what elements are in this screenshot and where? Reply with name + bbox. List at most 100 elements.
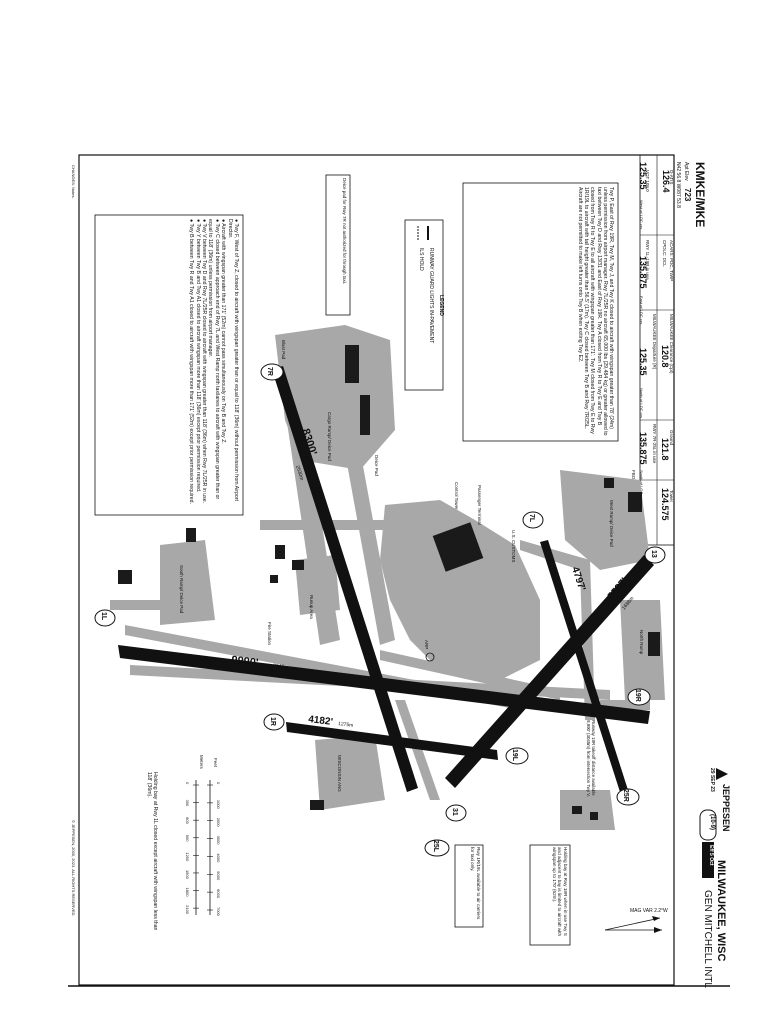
meters-scale-tick-label: 1500 xyxy=(185,870,190,880)
magvar-indicator: MAG VAR 2.2°W xyxy=(604,908,668,933)
rwy19l-note-fo: Runway 19R takeoff distance available 9,… xyxy=(585,720,596,797)
south-ramp-pavement xyxy=(160,540,215,625)
jeppesen-logo-icon xyxy=(716,768,728,780)
rwy-25r-label: 25R xyxy=(622,789,629,802)
rwy-7l-25r-meters: 1462m xyxy=(560,595,570,611)
west-ramp-label: West Ramp/ Deice Pad xyxy=(609,500,614,547)
box-notes-frame xyxy=(94,214,244,516)
feet-scale-tick-label: 0 xyxy=(216,782,221,785)
control-tower-label: Control Tower xyxy=(454,482,459,510)
deice-pad-label: Deice Pad xyxy=(374,455,379,476)
rwy-31-marker xyxy=(445,804,467,822)
rwy-19r-marker xyxy=(627,688,651,706)
taxiway-m xyxy=(395,700,440,800)
ground-label: Ground xyxy=(669,430,674,446)
legend-item-1: RUNWAY GUARD LIGHTS IN-PAVEMENT xyxy=(428,248,434,343)
arp-label: ARP xyxy=(424,640,429,649)
buildings xyxy=(118,345,660,820)
magvar-label: MAG VAR 2.2°W xyxy=(630,908,668,914)
box-note-3: ● Twy C closed between approach end of R… xyxy=(207,219,220,500)
meters-scale-tick-label: 600 xyxy=(185,817,190,824)
terminal-ramp-pavement xyxy=(380,500,540,680)
chart-frame xyxy=(78,154,675,986)
eff-date: Eff 5 Oct xyxy=(708,845,714,866)
cargo-building-1 xyxy=(345,345,359,383)
rwy-taxi-note: Rwy 1R/19L available to air carriers for… xyxy=(470,847,481,920)
twy-note-box xyxy=(462,182,619,442)
box-note-2: ● Aircraft with wingspan greater than 17… xyxy=(220,219,227,444)
box-note-5: ● Twy Y between Twy B and Twy A1 closed … xyxy=(194,219,201,493)
feet-scale-tick-label: 5000 xyxy=(216,871,221,881)
apt-elev: 723 xyxy=(683,188,692,202)
freq-west-note: West of LOC crs xyxy=(639,200,644,229)
box-note-6: ● Twy B between Twy R and Twy A1 closed … xyxy=(188,219,195,504)
copyright: © JEPPESEN, 2000, 2023. ALL RIGHTS RESER… xyxy=(71,820,76,917)
rwy-7l-label: 7L xyxy=(528,514,535,523)
box-note-4: ● Twy V between Twy D and Rwy 7L/25R clo… xyxy=(200,219,207,504)
feet-scale-tick-label: 3000 xyxy=(216,836,221,846)
twy-note-text: Twy P, East of Rwy 19R, Twy M, Twy J, an… xyxy=(576,187,614,436)
feet-scale-tick-label: 1000 xyxy=(216,800,221,810)
rwy-1r-19l-meters: 1275m xyxy=(338,721,354,729)
jeppesen-brand: JEPPESEN xyxy=(721,784,731,832)
departure-label: MILWAUKEE Departure (R) xyxy=(652,314,657,370)
atis-label: D-ATIS xyxy=(669,170,674,184)
rwy-7r-label: 7R xyxy=(266,367,273,376)
rwy-1l-19r-meters: 3045m xyxy=(273,663,289,671)
hold-note-fo: Holding bay at Rwy 1L closed except airc… xyxy=(146,772,158,930)
freq-north-note: North of LOC crs xyxy=(639,388,644,418)
arp-icon xyxy=(425,652,435,662)
freq-south-note: South of LOC crs xyxy=(639,470,644,501)
rwy19l-note: Runway 19R takeoff distance available 9,… xyxy=(585,720,596,797)
box-notes-fo: ● Twy F, West of Twy Z, closed to aircra… xyxy=(188,219,239,504)
rwy-taxi-note-fo: Rwy 1R/19L available to air carriers for… xyxy=(470,847,481,920)
rwy-1l-19r-length: 9990' xyxy=(231,654,260,669)
north-ramp-building xyxy=(648,632,660,656)
ground-freq: 121.8 xyxy=(660,438,670,461)
eff-date-box xyxy=(702,842,714,878)
wisconsin-ang-label: WISCONSIN ANG xyxy=(337,755,342,792)
scale-bar: Feet Meters 0100020003000400050006000700… xyxy=(185,755,221,917)
taxiway-d xyxy=(590,540,640,550)
acars-label: ACARS: PDC, TWIP xyxy=(669,240,674,281)
fbo-building xyxy=(628,492,642,512)
rwy-19l-marker xyxy=(505,747,529,765)
meters-scale-tick-label: 300 xyxy=(185,800,190,807)
apt-elev-label: Apt Elev xyxy=(683,162,689,181)
rwy-25r-marker xyxy=(616,788,640,806)
feet-scale-tick-label: 4000 xyxy=(216,853,221,863)
ang-building xyxy=(310,800,324,810)
ang-ramp-pavement xyxy=(315,735,385,810)
runway-13-31 xyxy=(445,555,654,788)
atis-freq: 126.4 xyxy=(661,170,671,193)
tower-label: Tower xyxy=(669,490,674,503)
misc-building-4 xyxy=(270,575,278,583)
rwy-31-label: 31 xyxy=(451,808,458,816)
rwy-25l-marker xyxy=(424,839,450,857)
rwy-19l-label: 19L xyxy=(511,749,518,762)
vor-test: VOT 109.0 xyxy=(645,170,650,192)
meters-scale-label: Meters xyxy=(199,755,204,770)
clearance-label: MILWAUKEE Clearance (Cpt) xyxy=(669,314,674,374)
hold-19r-fo: Holding bay at Rwy 19R when in use Twy S… xyxy=(552,847,568,936)
fbo-label: FBO xyxy=(631,470,636,480)
rwy-taxi-note-box xyxy=(454,844,484,928)
misc-building-7 xyxy=(590,812,598,820)
meters-scale-tick-label: 2100 xyxy=(185,905,190,915)
chart-id-box xyxy=(699,809,717,841)
scale-ticks: 0100020003000400050006000700003006009001… xyxy=(185,782,221,917)
legend-title: LEGEND xyxy=(438,295,444,316)
misc-building-1 xyxy=(275,545,285,559)
rwy-25l-label: 25L xyxy=(432,840,439,853)
meters-scale-tick-label: 900 xyxy=(185,835,190,842)
meters-scale-tick-label: 1200 xyxy=(185,852,190,862)
south-ramp-building xyxy=(118,570,132,584)
se-ramp-pavement xyxy=(560,790,615,830)
header-block: KMKE/MKE Apt Elev 723 N42 56.8 W087 53.8… xyxy=(71,154,731,988)
feet-scale-tick-label: 2000 xyxy=(216,818,221,828)
misc-building-2 xyxy=(292,560,304,570)
passenger-terminal-label: Passenger Terminal xyxy=(477,485,482,525)
meters-scale-tick-label: 1800 xyxy=(185,888,190,898)
customs-label: U.S. CUSTOMS xyxy=(511,530,516,562)
north-ramp-pavement xyxy=(620,600,665,700)
